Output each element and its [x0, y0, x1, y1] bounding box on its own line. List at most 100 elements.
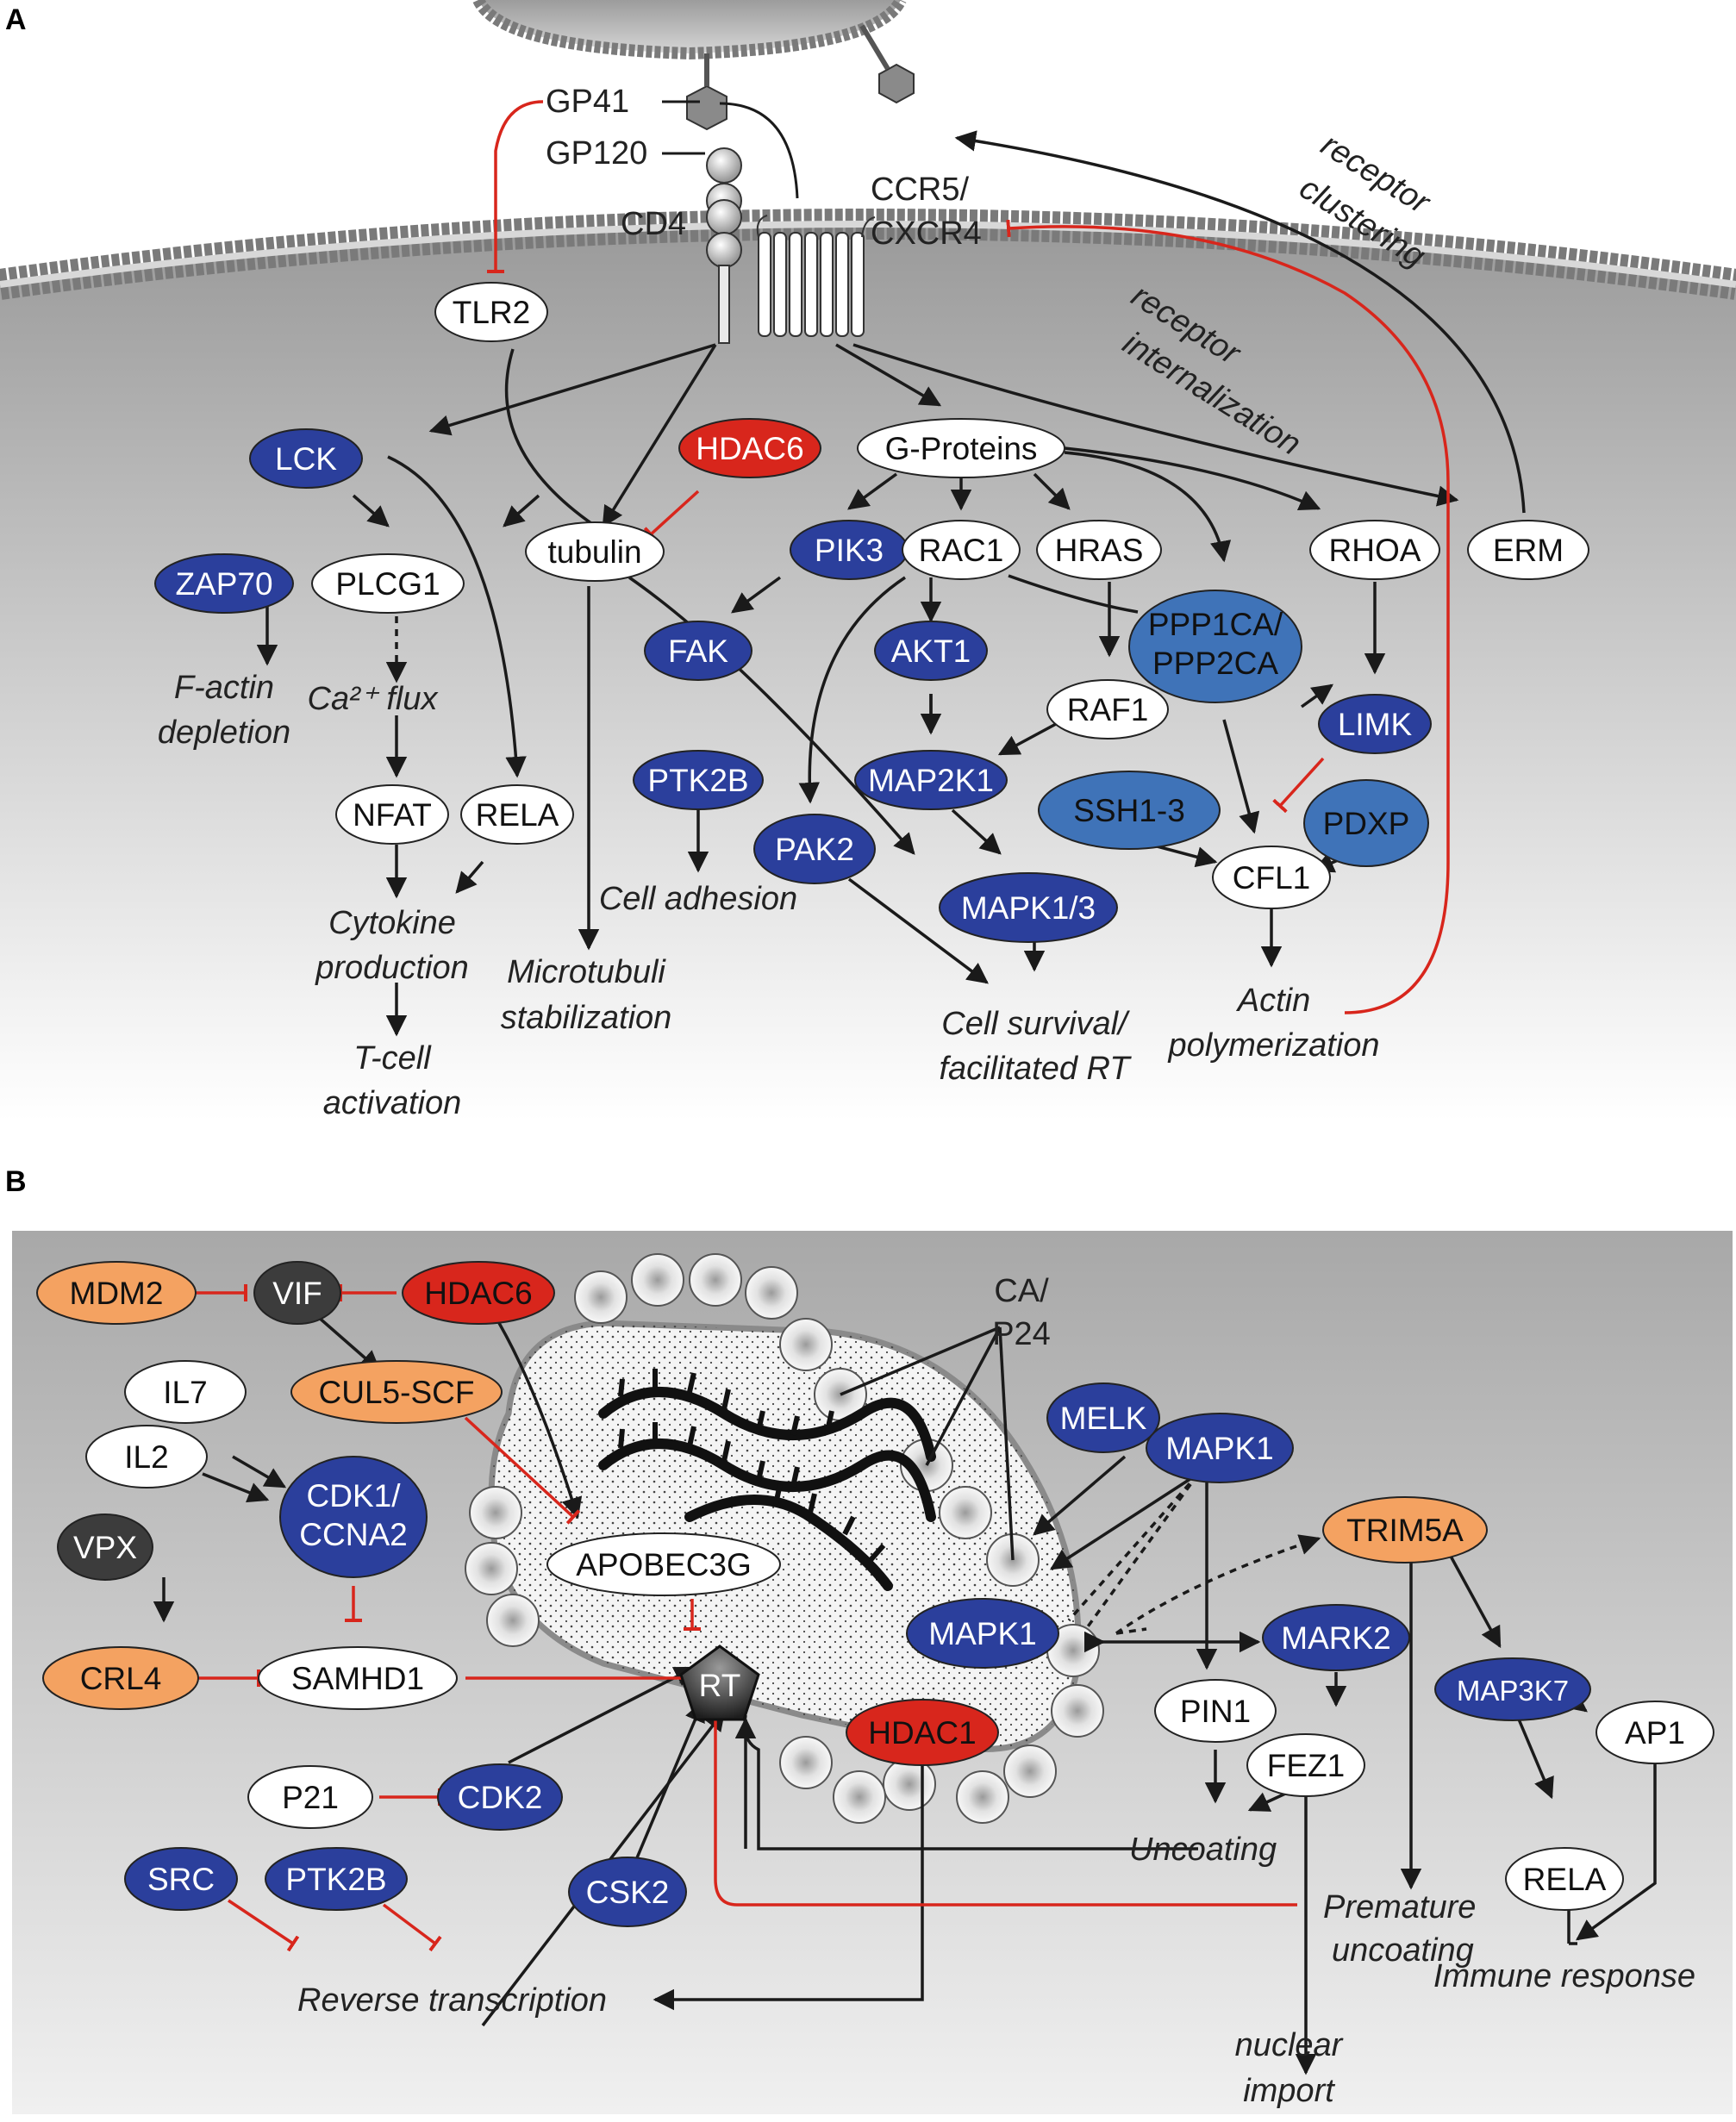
actin-label-2: polymerization — [1168, 1027, 1380, 1064]
actin-label-1: Actin — [1236, 983, 1310, 1019]
svg-text:CUL5-SCF: CUL5-SCF — [319, 1375, 475, 1410]
svg-text:RAC1: RAC1 — [919, 533, 1004, 568]
node-hdac6: HDAC6 — [678, 418, 821, 478]
svg-text:SAMHD1: SAMHD1 — [291, 1661, 424, 1696]
nuclear-label-2: import — [1243, 2073, 1335, 2109]
node-raf1: RAF1 — [1046, 679, 1169, 740]
node-mark2: MARK2 — [1262, 1604, 1410, 1671]
node-ptk2b-b: PTK2B — [265, 1847, 408, 1911]
node-mdm2: MDM2 — [36, 1261, 197, 1325]
node-vif: VIF — [253, 1261, 341, 1325]
node-erm: ERM — [1467, 520, 1589, 580]
premature-label-1: Premature — [1323, 1889, 1476, 1925]
gp-leaders — [662, 100, 799, 199]
panel-a-edges — [256, 130, 1526, 1037]
svg-text:ERM: ERM — [1493, 533, 1564, 568]
panel-b-nodes: MDM2 VIF HDAC6 IL7 CUL5-SCF IL2 CDK1/CCN… — [36, 1261, 1714, 1927]
tcell-label-2: activation — [323, 1085, 462, 1121]
svg-text:LIMK: LIMK — [1338, 707, 1413, 742]
svg-text:CDK2: CDK2 — [458, 1780, 543, 1815]
node-rt: RT — [679, 1645, 760, 1721]
svg-text:RT: RT — [699, 1668, 741, 1703]
svg-text:HDAC6: HDAC6 — [696, 431, 803, 466]
survival-label-2: facilitated RT — [939, 1051, 1132, 1087]
node-hras: HRAS — [1036, 520, 1162, 580]
svg-text:IL2: IL2 — [124, 1439, 168, 1475]
node-rela-b: RELA — [1505, 1847, 1624, 1911]
node-pak2: PAK2 — [753, 814, 876, 884]
svg-text:MAPK1: MAPK1 — [928, 1616, 1036, 1651]
premature-label-2: uncoating — [1332, 1932, 1474, 1969]
svg-text:CCNA2: CCNA2 — [299, 1517, 407, 1552]
uncoating-label: Uncoating — [1129, 1832, 1277, 1868]
svg-text:RHOA: RHOA — [1329, 533, 1421, 568]
node-hdac1: HDAC1 — [846, 1699, 999, 1766]
node-map3k7: MAP3K7 — [1434, 1657, 1591, 1721]
svg-text:CDK1/: CDK1/ — [307, 1478, 402, 1513]
node-mapk1-a: MAPK1 — [1146, 1413, 1294, 1483]
svg-text:PIK3: PIK3 — [815, 533, 884, 568]
panel-a-inhibitions — [487, 100, 1450, 1014]
node-mapk1-b: MAPK1 — [906, 1598, 1059, 1669]
panel-a-letter: A — [5, 3, 27, 36]
svg-text:CSK2: CSK2 — [586, 1875, 670, 1910]
svg-text:APOBEC3G: APOBEC3G — [576, 1547, 752, 1582]
svg-text:HDAC1: HDAC1 — [868, 1715, 976, 1751]
node-pdxp: PDXP — [1303, 779, 1429, 867]
node-tlr2: TLR2 — [434, 282, 548, 342]
svg-text:VIF: VIF — [272, 1276, 322, 1311]
svg-text:HRAS: HRAS — [1055, 533, 1144, 568]
node-mapk1-3: MAPK1/3 — [939, 872, 1118, 943]
node-tubulin: tubulin — [525, 521, 665, 582]
factin-label-1: F-actin — [174, 670, 274, 706]
gp41-hexagon — [686, 84, 727, 131]
svg-text:PDXP: PDXP — [1323, 806, 1410, 841]
svg-text:PAK2: PAK2 — [775, 832, 854, 867]
svg-text:LCK: LCK — [275, 441, 337, 477]
svg-text:PTK2B: PTK2B — [285, 1862, 386, 1897]
svg-text:ZAP70: ZAP70 — [175, 566, 272, 602]
svg-text:FAK: FAK — [668, 633, 728, 669]
node-cul5-scf: CUL5-SCF — [290, 1360, 503, 1424]
immune-response-label: Immune response — [1433, 1958, 1695, 1994]
svg-text:AP1: AP1 — [1625, 1715, 1685, 1751]
node-rac1: RAC1 — [902, 520, 1021, 580]
node-zap70: ZAP70 — [154, 553, 294, 614]
ccr5-label-2: CXCR4 — [871, 215, 982, 252]
gp120-label: GP120 — [546, 135, 647, 172]
cd4-domain-4 — [706, 232, 742, 268]
node-cdk1-ccna2: CDK1/CCNA2 — [279, 1456, 428, 1578]
ca-label-2: P24 — [992, 1316, 1051, 1352]
node-cdk2: CDK2 — [437, 1763, 563, 1831]
node-ptk2b: PTK2B — [633, 750, 764, 810]
panel-b-inhibitions — [185, 1284, 1297, 1952]
node-samhd1: SAMHD1 — [258, 1646, 458, 1710]
microtubuli-label-1: Microtubuli — [507, 954, 666, 990]
svg-text:MAP2K1: MAP2K1 — [868, 763, 994, 798]
node-hdac6-b: HDAC6 — [402, 1261, 555, 1325]
svg-text:MAPK1: MAPK1 — [1165, 1431, 1273, 1466]
svg-text:PIN1: PIN1 — [1180, 1694, 1251, 1729]
node-lck: LCK — [249, 428, 363, 489]
node-il7: IL7 — [124, 1360, 247, 1424]
svg-text:RELA: RELA — [476, 797, 559, 833]
svg-text:CFL1: CFL1 — [1233, 860, 1310, 896]
tcell-label-1: T-cell — [353, 1040, 432, 1077]
svg-text:NFAT: NFAT — [353, 797, 432, 833]
svg-text:CRL4: CRL4 — [80, 1661, 162, 1696]
cell-adhesion-label: Cell adhesion — [599, 881, 797, 917]
node-rhoa: RHOA — [1309, 520, 1440, 580]
reverse-transcription-label: Reverse transcription — [297, 1982, 607, 2019]
svg-text:P21: P21 — [282, 1780, 339, 1815]
panel-b-letter: B — [5, 1165, 27, 1198]
svg-text:PTK2B: PTK2B — [647, 763, 748, 798]
svg-text:SRC: SRC — [147, 1862, 215, 1897]
svg-text:PPP1CA/: PPP1CA/ — [1148, 607, 1283, 642]
svg-text:RELA: RELA — [1523, 1862, 1607, 1897]
cd4-domain-3 — [706, 199, 742, 235]
node-pin1: PIN1 — [1154, 1679, 1277, 1743]
node-trim5a: TRIM5A — [1322, 1496, 1488, 1563]
node-crl4: CRL4 — [42, 1646, 199, 1710]
svg-text:MAP3K7: MAP3K7 — [1457, 1675, 1569, 1707]
svg-text:TRIM5A: TRIM5A — [1346, 1513, 1464, 1548]
